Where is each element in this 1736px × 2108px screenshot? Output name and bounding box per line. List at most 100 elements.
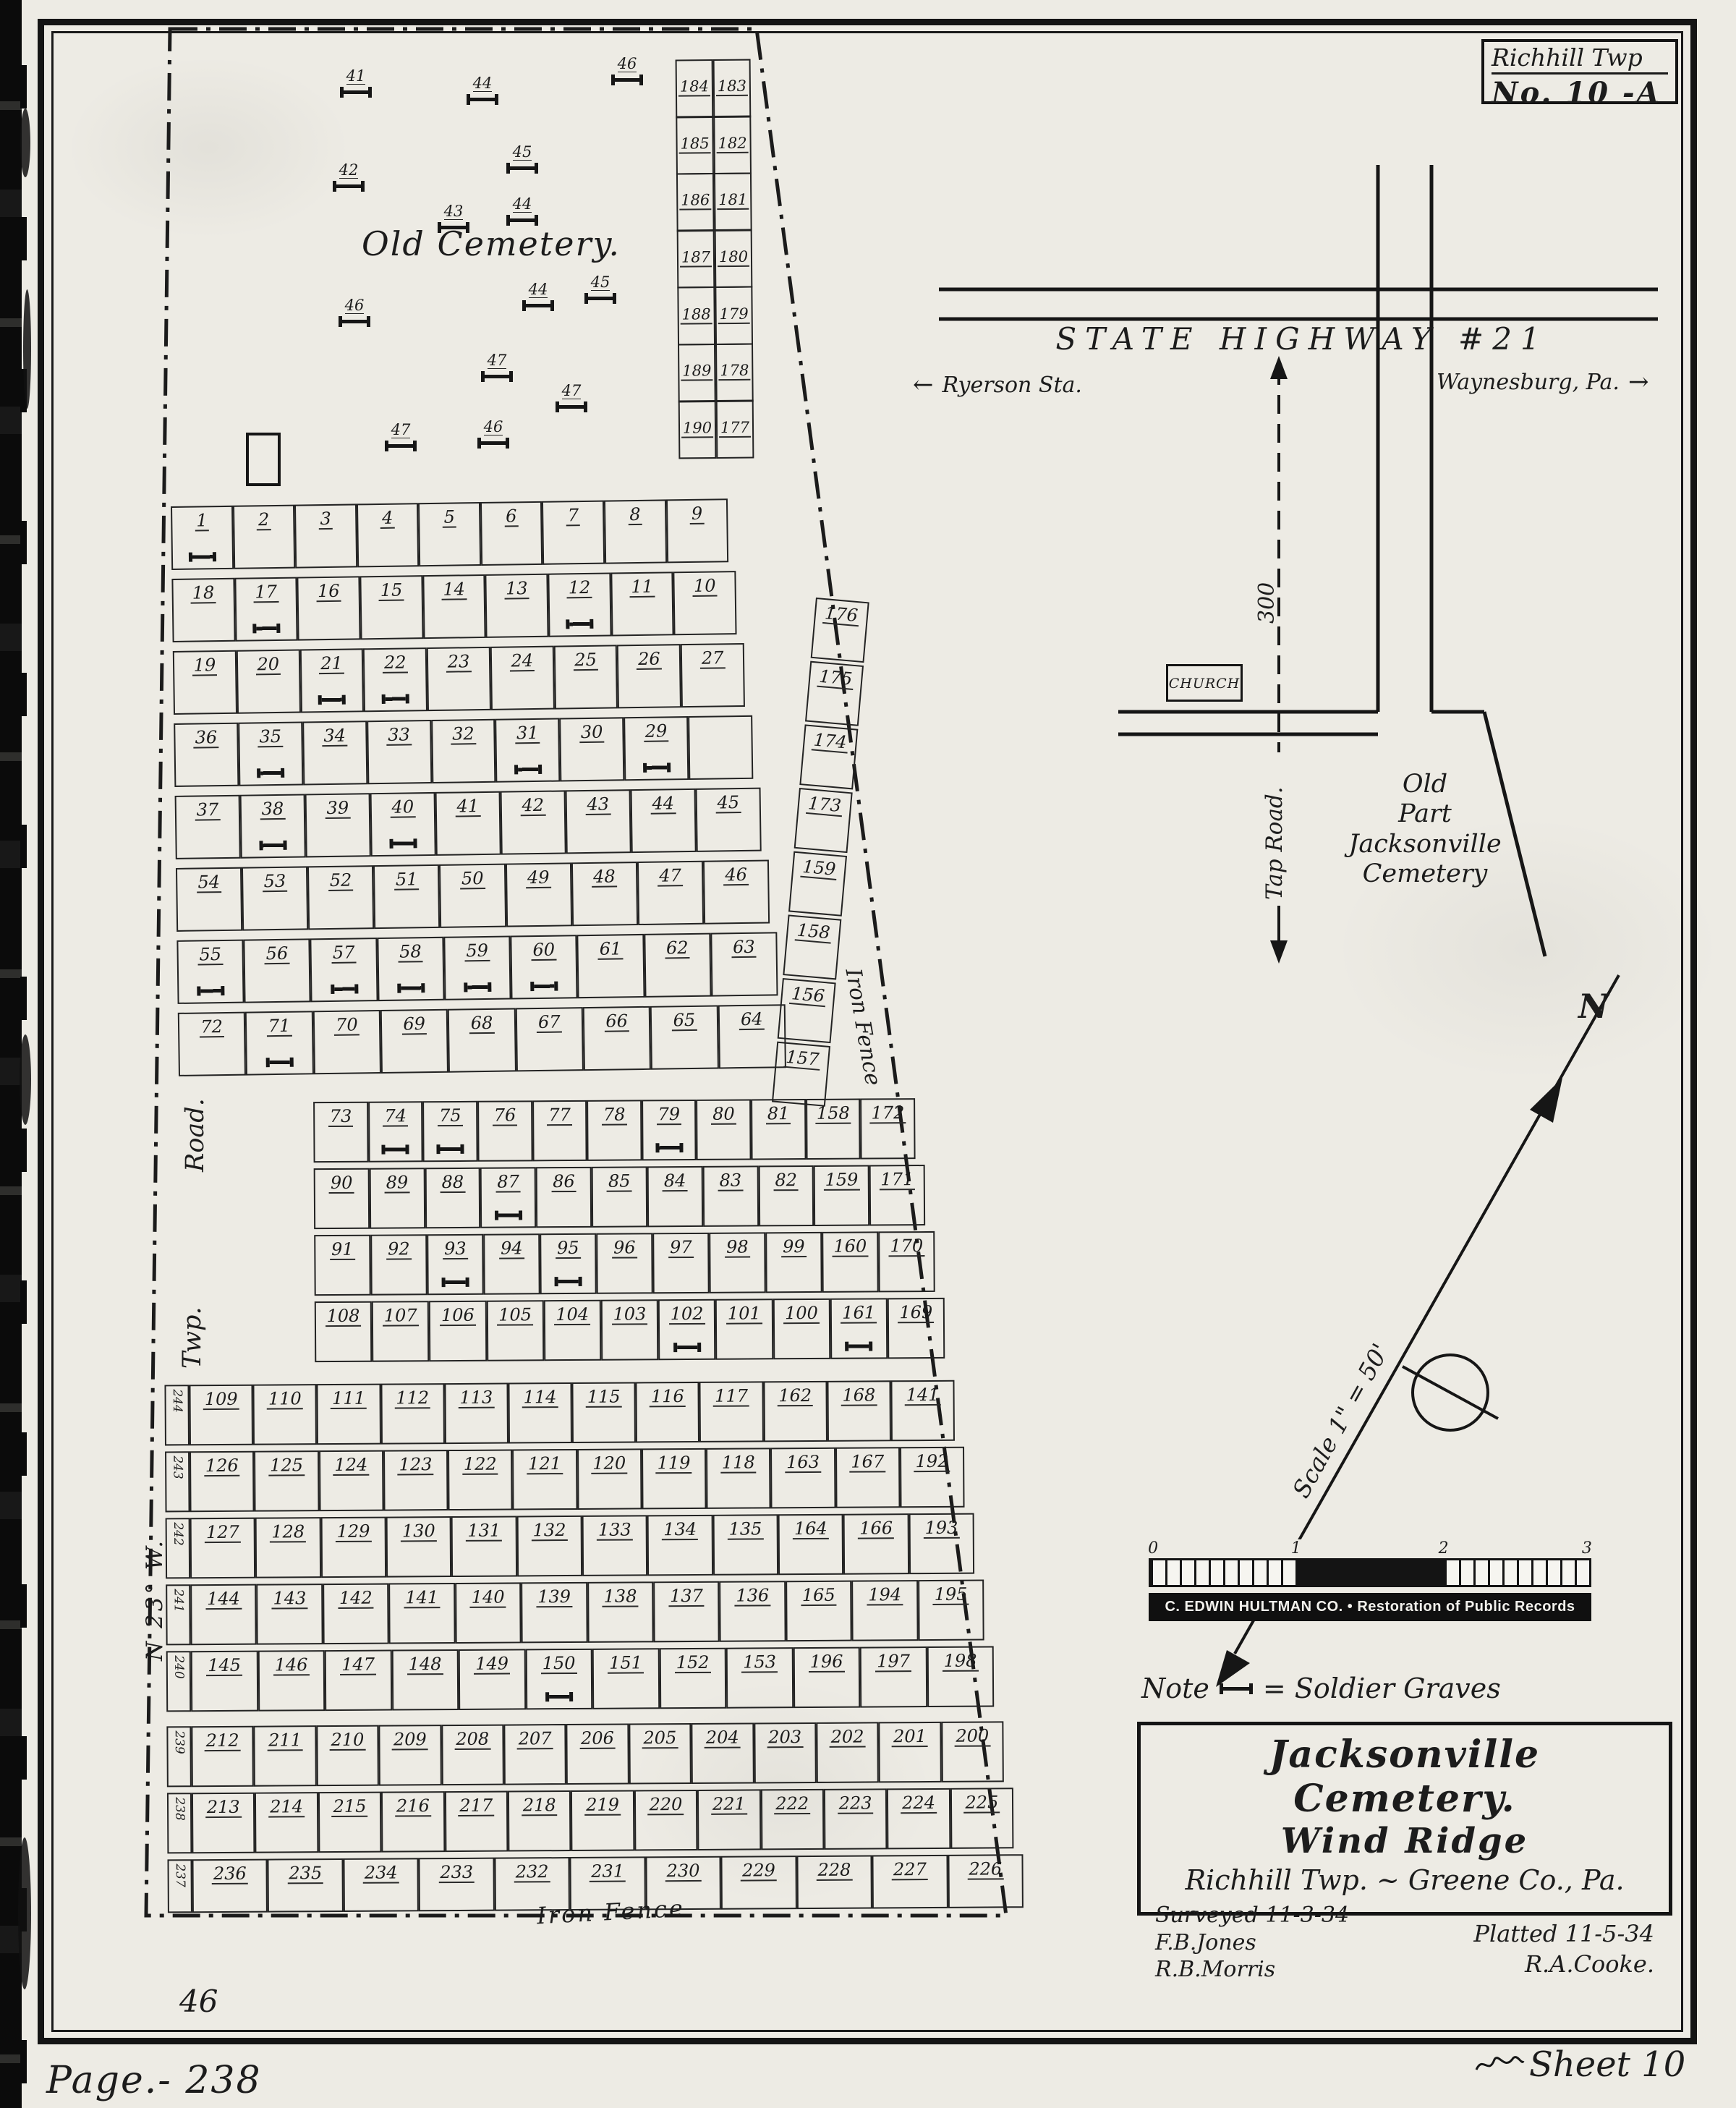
tap-road-label: Tap Road. [1261,786,1288,900]
grave-marker-label: 41 [346,67,366,85]
old-grave-marker: 42 [333,163,365,192]
road-dimension-line [1270,356,1288,964]
scan-artifact [20,1034,31,1125]
grave-marker-label: 44 [472,75,493,92]
township-label: Richhill Twp [1492,43,1668,75]
page-number-pencil: 46 [179,1984,218,2019]
scan-artifact [18,1837,31,1989]
soldier-grave-marker [333,181,365,192]
platted-by: R.A.Cooke. [1524,1950,1654,1978]
soldier-grave-marker [385,441,417,451]
cemetery-subtitle: Wind Ridge [1280,1821,1529,1861]
soldier-grave-marker [340,87,372,98]
sheet-inner-border [51,31,1683,2032]
road-dimension-label: 300 [1254,582,1280,624]
church-box: CHURCH [1166,664,1243,702]
old-grave-marker: 41 [340,69,372,98]
graphic-scale-bar: 0 1 2 3 C. EDWIN HULTMAN CO. • Restorati… [1148,1539,1592,1621]
soldier-grave-marker [1219,1683,1253,1694]
scale-segment [1151,1560,1298,1585]
old-grave-marker: 47 [385,422,417,451]
old-grave-marker: 44 [506,197,538,226]
grave-marker-label: 44 [512,195,532,213]
grave-marker-label: 46 [617,55,637,72]
cemetery-title: Jacksonville Cemetery. [1269,1733,1541,1821]
scribble-mark [1475,2056,1525,2070]
sheet-label-text: Sheet 10 [1529,2044,1686,2085]
grave-marker-label: 43 [443,203,464,220]
soldier-grave-marker [584,293,616,304]
east-destination: Waynesburg, Pa. → [1437,367,1648,396]
sheet-border-frame [38,19,1697,2044]
old-grave-marker: 45 [584,275,616,304]
grave-marker-label: 47 [391,421,411,438]
page-label: Page.- 238 [46,2059,262,2102]
grave-marker-label: 47 [487,352,507,369]
arrow-east-icon: → [1628,367,1649,396]
soldier-grave-marker [522,300,554,311]
note-suffix: = Soldier Graves [1262,1673,1501,1704]
surveyed-date: Surveyed 11-3-34 [1155,1903,1350,1928]
scale-segment [1444,1560,1589,1585]
sheet-id-box: Richhill Twp No. 10 -A [1481,39,1678,110]
old-grave-marker: 45 [506,145,538,174]
twp-edge-label: Twp. [178,1306,207,1369]
old-grave-marker: 46 [611,56,643,85]
scale-number: 1 [1290,1539,1301,1557]
old-part-line: Cemetery [1362,859,1488,888]
soldier-grave-marker [556,401,587,412]
state-highway-road-lines [939,287,1658,321]
scale-number: 3 [1581,1539,1592,1557]
old-grave-marker: 47 [481,353,513,382]
grave-marker-label: 47 [561,382,582,399]
grave-marker-label: 45 [512,143,532,161]
soldier-graves-note: Note = Soldier Graves [1141,1673,1501,1704]
soldier-grave-marker [506,163,538,174]
soldier-grave-marker [339,316,370,327]
scale-bar-graphic [1149,1558,1591,1587]
scan-film-strip [0,0,27,2108]
east-destination-label: Waynesburg, Pa. [1437,369,1620,395]
old-grave-marker: 46 [477,420,509,449]
soldier-grave-marker [611,75,643,85]
scale-bar-credit: C. EDWIN HULTMAN CO. • Restoration of Pu… [1149,1593,1591,1621]
cross-street-lines [1118,710,1547,957]
scale-number: 2 [1438,1539,1449,1557]
grave-marker-label: 45 [590,273,610,291]
soldier-grave-marker [481,371,513,382]
scale-numbers: 0 1 2 3 [1148,1539,1592,1558]
old-part-line: Jacksonville [1348,829,1502,859]
scale-number: 0 [1148,1539,1159,1557]
soldier-grave-marker [477,438,509,449]
note-prefix: Note [1141,1673,1209,1704]
tap-road-lines [1376,165,1434,712]
highway-label: STATE HIGHWAY #21 [1055,321,1549,357]
location-line: Richhill Twp. ~ Greene Co., Pa. [1185,1864,1625,1896]
old-grave-marker: 44 [467,76,498,105]
grave-marker-label: 46 [483,418,503,435]
scan-artifact [23,289,31,409]
title-block: Jacksonville Cemetery. Wind Ridge Richhi… [1137,1722,1672,1982]
grave-marker-label: 44 [528,281,548,298]
scale-segment [1298,1560,1444,1585]
old-grave-marker: 47 [556,383,587,412]
grave-marker-label: 42 [339,161,359,179]
old-grave-marker: 46 [339,298,370,327]
surveyor-name-2: R.B.Morris [1155,1957,1276,1982]
west-destination-label: Ryerson Sta. [942,372,1082,398]
sheet-number-label: No. 10 -A [1492,76,1661,110]
gate-box [246,433,281,486]
west-destination: ← Ryerson Sta. [913,370,1082,399]
grave-marker-label: 46 [344,297,365,314]
road-edge-label: Road. [181,1098,210,1172]
old-cemetery-label: Old Cemetery. [362,224,621,263]
soldier-grave-marker [467,94,498,105]
old-part-line: Part [1398,799,1452,829]
old-part-cemetery-label: Old Part Jacksonville Cemetery [1324,770,1526,889]
sheet-label: Sheet 10 [1468,2044,1692,2085]
bearing-label: N 23° W. [142,1537,168,1661]
survey-credits: Surveyed 11-3-34 F.B.Jones R.B.Morris Pl… [1155,1902,1654,1984]
scan-artifact [20,109,30,177]
soldier-grave-marker [506,215,538,226]
